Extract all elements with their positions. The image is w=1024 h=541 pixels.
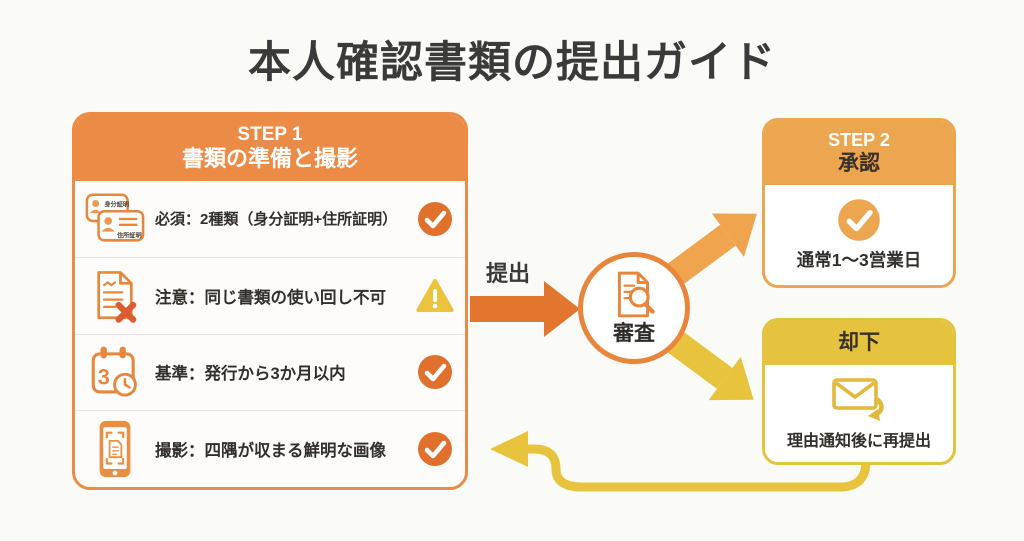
review-label: 審査 xyxy=(613,321,655,345)
check-icon xyxy=(415,354,455,390)
check-icon xyxy=(415,431,455,467)
step2-header-title: 承認 xyxy=(838,151,880,175)
id-cards-icon: 身分証明 住所証明 xyxy=(83,188,147,250)
submit-label: 提出 xyxy=(486,261,531,286)
page-title: 本人確認書類の提出ガイド xyxy=(248,39,776,87)
step1-rows: 身分証明 住所証明 必須：2種類（身分証明+住所証明） xyxy=(75,181,465,487)
warning-icon xyxy=(415,278,455,314)
id-card-front-label: 身分証明 xyxy=(104,200,129,208)
row-issue-date: 3 基準：発行から3か月以内 xyxy=(75,333,465,411)
svg-text:3: 3 xyxy=(98,365,110,390)
reject-body: 理由通知後に再提出 xyxy=(765,365,953,462)
document-x-icon xyxy=(83,267,147,325)
row-text: 撮影：四隅が収まる鮮明な画像 xyxy=(155,442,386,461)
resubmit-return-arrow xyxy=(490,431,871,492)
step1-header-step: STEP 1 xyxy=(237,123,303,145)
step2-body-text: 通常1〜3営業日 xyxy=(796,250,922,270)
document-search-icon xyxy=(617,271,655,317)
row-text: 必須：2種類（身分証明+住所証明） xyxy=(155,211,398,229)
check-icon xyxy=(838,199,880,241)
reject-header: 却下 xyxy=(765,321,953,365)
row-photo-capture: 撮影：四隅が収まる鮮明な画像 xyxy=(75,410,465,487)
reject-body-text: 理由通知後に再提出 xyxy=(786,433,931,450)
step1-header: STEP 1 書類の準備と撮影 xyxy=(75,115,465,181)
review-circle: 審査 xyxy=(578,252,690,364)
submit-arrow xyxy=(470,281,580,337)
step1-box: STEP 1 書類の準備と撮影 身分証明 xyxy=(72,112,468,490)
row-no-reuse: 注意：同じ書類の使い回し不可 xyxy=(75,256,465,334)
calendar-clock-icon: 3 xyxy=(83,343,147,401)
step1-header-title: 書類の準備と撮影 xyxy=(181,145,358,171)
reject-header-title: 却下 xyxy=(838,331,880,355)
step2-header: STEP 2 承認 xyxy=(765,121,953,185)
check-icon xyxy=(415,201,455,237)
id-card-back-label: 住所証明 xyxy=(117,231,142,239)
step2-box: STEP 2 承認 通常1〜3営業日 xyxy=(762,118,956,288)
mail-resend-icon xyxy=(832,378,884,421)
step2-header-step: STEP 2 xyxy=(828,130,890,151)
row-required-documents: 身分証明 住所証明 必須：2種類（身分証明+住所証明） xyxy=(75,181,465,257)
row-text: 基準：発行から3か月以内 xyxy=(155,365,346,384)
phone-capture-icon xyxy=(83,419,147,479)
reject-box: 却下 理由通知後に再提出 xyxy=(762,318,956,465)
row-text: 注意：同じ書類の使い回し不可 xyxy=(155,288,386,307)
step2-body: 通常1〜3営業日 xyxy=(765,185,953,285)
